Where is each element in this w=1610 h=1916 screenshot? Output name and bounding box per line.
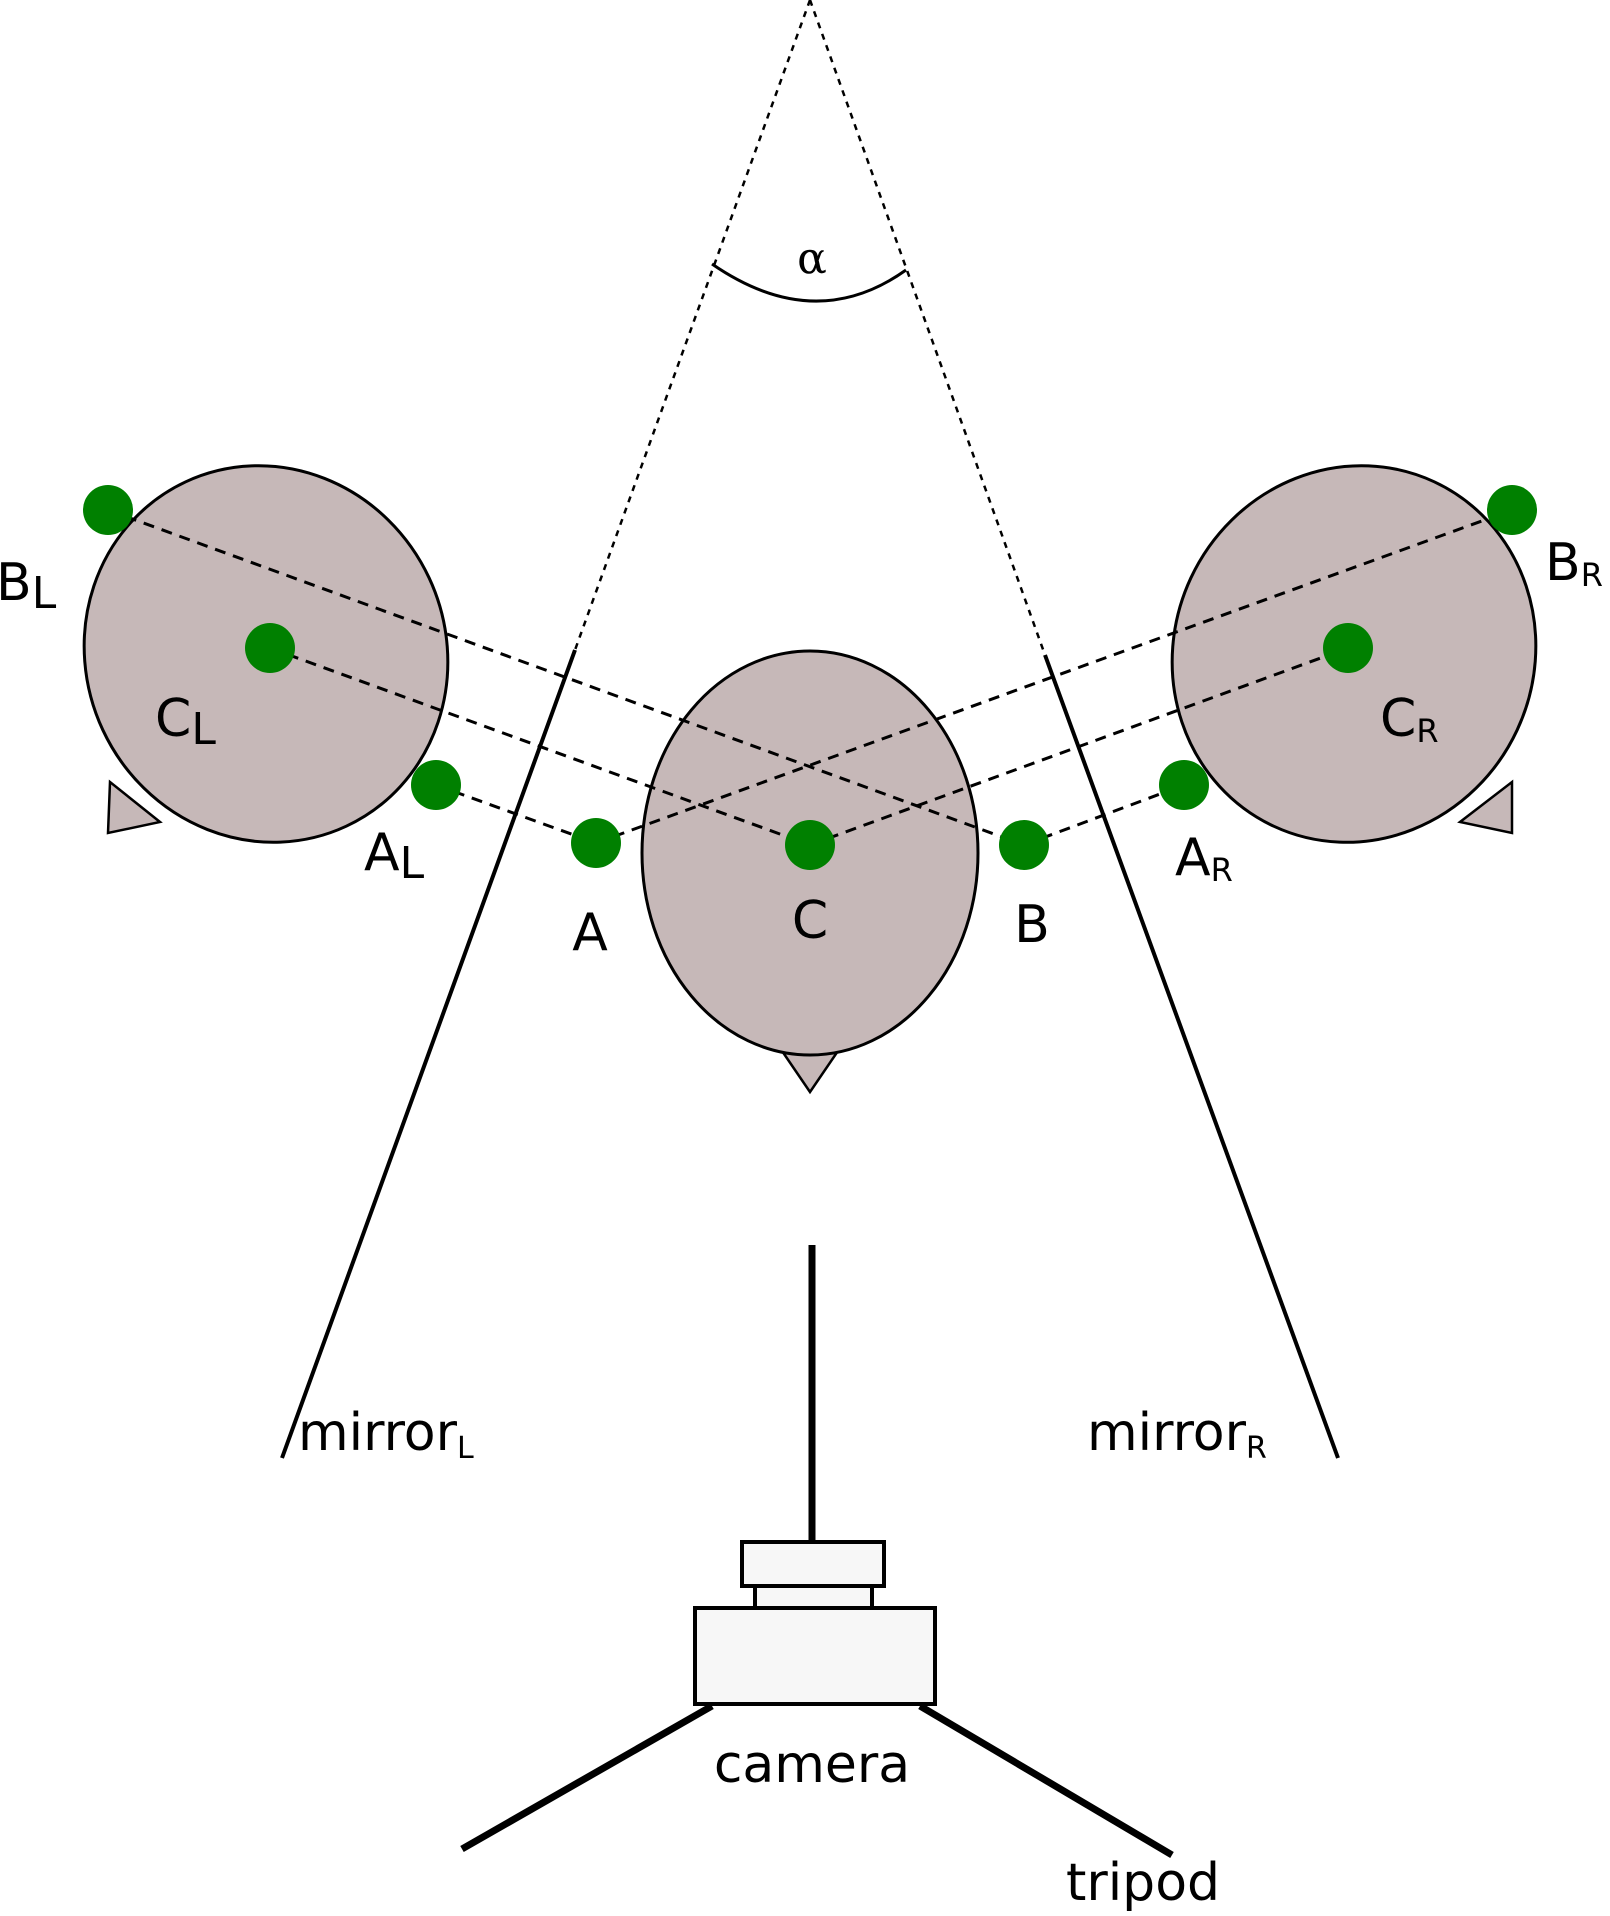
right-mirror-extension [808,0,1047,656]
nose-right [1457,779,1514,835]
tripod-leg-left [460,1702,714,1853]
marker-B [999,820,1049,870]
markers [83,485,1537,870]
mirror-left [280,649,577,1459]
camera-lens [740,1540,886,1588]
line-A-BR [595,508,1513,845]
label-mirror-left: mirrorL [298,1403,474,1466]
label-B-R: BR [1545,533,1603,594]
label-C-L: CL [155,689,216,755]
marker-B-R [1487,485,1537,535]
marker-A-L [411,760,461,810]
camera-lens-mount [753,1584,874,1610]
marker-B-L [83,485,133,535]
marker-A-R [1159,760,1209,810]
tripod-leg-right [918,1702,1174,1859]
label-A: A [572,903,608,963]
camera-body [693,1606,937,1706]
left-mirror-extension [573,0,812,651]
correspondence-lines [107,508,1513,847]
label-camera: camera [714,1735,910,1795]
marker-A [571,818,621,868]
label-C-R: CR [1380,689,1439,750]
head-center [640,649,980,1095]
label-A-L: AL [364,823,425,889]
mirrors [280,649,1340,1459]
label-C: C [792,891,828,951]
marker-C-R [1323,623,1373,673]
label-B-L: BL [0,553,57,619]
line-B-AR [1023,783,1185,847]
label-tripod: tripod [1066,1853,1220,1913]
nose-left [106,779,163,835]
marker-C [785,820,835,870]
angle-alpha-label: α [797,233,827,284]
marker-C-L [245,623,295,673]
line-AL-A [435,783,597,845]
line-CL-C [269,646,811,847]
line-C-CR [809,646,1349,847]
angle-arc [711,262,907,303]
mirror-right [1043,654,1340,1459]
label-mirror-right: mirrorR [1087,1403,1267,1466]
angle-construction [573,0,1047,656]
line-BL-B [107,508,1025,847]
camera-assembly [460,1245,1174,1859]
label-B: B [1014,895,1050,955]
label-A-R: AR [1175,828,1233,889]
